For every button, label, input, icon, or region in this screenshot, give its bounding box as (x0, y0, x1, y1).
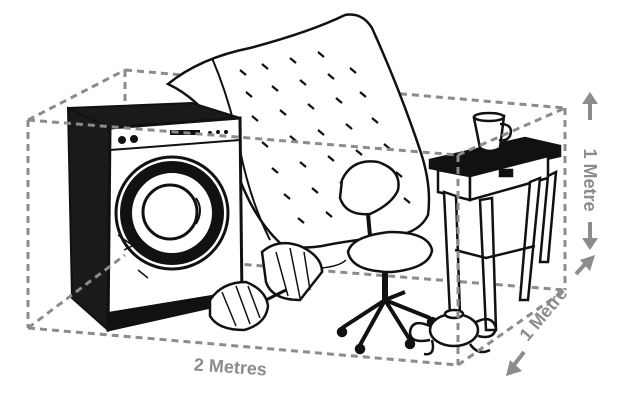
length-dimension: 2 Metres (193, 354, 267, 379)
length-label: 2 Metres (193, 354, 267, 379)
washing-machine-door (114, 155, 230, 271)
washing-machine-side (66, 106, 112, 333)
volume-box-front (26, 68, 567, 367)
height-arrow-up-icon (582, 92, 598, 120)
office-chair (336, 160, 438, 355)
depth-dimension: 1 Metre (506, 255, 595, 376)
lamp (208, 241, 347, 332)
lamp-base (208, 280, 270, 332)
depth-arrow-up-icon (574, 255, 595, 276)
lamp-shade (260, 241, 324, 302)
depth-arrow-down-icon (506, 350, 526, 376)
washing-machine (66, 101, 244, 333)
height-label: 1 Metre (580, 148, 600, 211)
drawer-knob (498, 168, 514, 178)
height-dimension: 1 Metre (580, 92, 600, 250)
side-table (428, 136, 562, 332)
kick-plate (108, 290, 242, 330)
mug (472, 111, 513, 153)
chair-back (338, 160, 400, 216)
chair-seat (346, 230, 434, 274)
table-top (428, 136, 562, 178)
height-arrow-down-icon (582, 222, 598, 250)
